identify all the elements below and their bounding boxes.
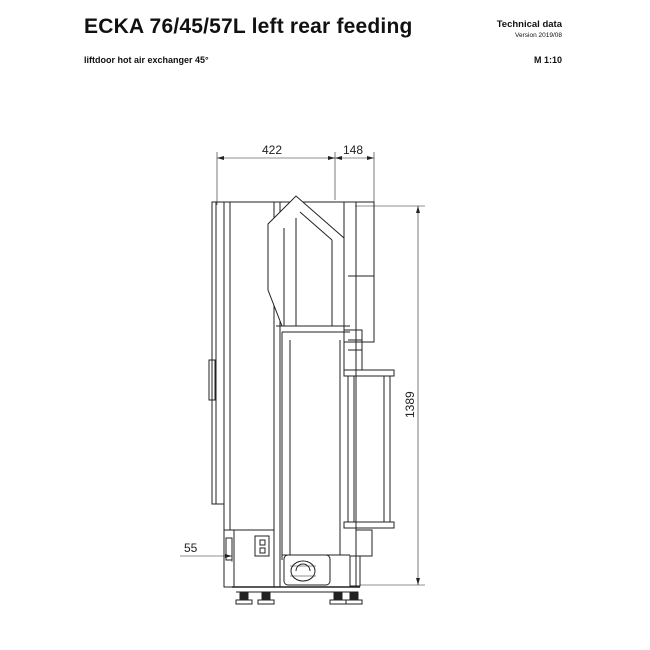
document-title: ECKA 76/45/57L left rear feeding [84,15,413,38]
doc-type-label: Technical data [496,19,562,30]
dimension-height: 1389 [355,205,425,586]
dimension-foot-label: 55 [184,541,198,555]
scale-label: M 1:10 [533,55,562,65]
version-label: Version 2019/08 [515,32,562,39]
stove-feet [235,591,363,605]
stove-body [208,195,395,605]
dimension-width-right: 148 [343,143,363,157]
dimension-top: 422 148 [216,143,375,205]
dimension-width-left: 422 [262,143,282,157]
document-subtitle: liftdoor hot air exchanger 45° [84,55,209,65]
dimension-height-label: 1389 [403,391,417,418]
